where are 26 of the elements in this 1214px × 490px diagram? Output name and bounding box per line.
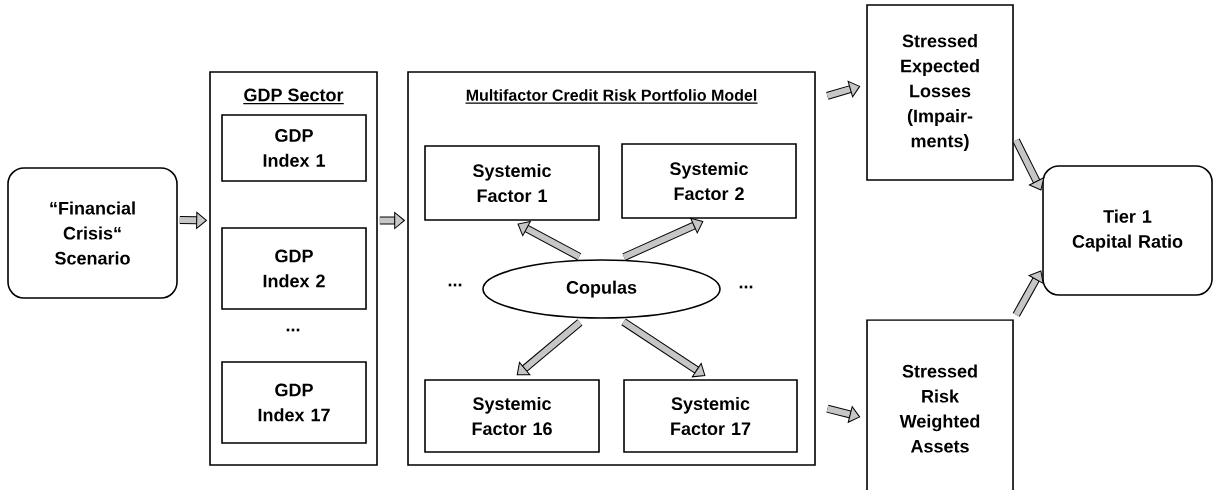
text-box: GDP Index 2 bbox=[221, 227, 367, 310]
block-arrow bbox=[621, 318, 706, 378]
block-arrow bbox=[516, 319, 583, 376]
text-box: Stressed Risk Weighted Assets bbox=[866, 319, 1014, 490]
underlined-heading: GDP Sector bbox=[242, 88, 345, 105]
text-box: Stressed Expected Losses (Impair-ments) bbox=[866, 4, 1014, 181]
block-arrow bbox=[826, 80, 861, 100]
ellipsis-mark: ... bbox=[286, 328, 300, 332]
text-box: GDP Index 1 bbox=[221, 114, 367, 182]
text-box: Systemic Factor 1 bbox=[424, 145, 600, 221]
block-arrow bbox=[1012, 270, 1044, 317]
block-arrow bbox=[622, 217, 704, 261]
rounded-box: “Financial Crisis“ Scenario bbox=[7, 167, 178, 299]
block-arrow bbox=[179, 211, 207, 229]
text-box: Systemic Factor 17 bbox=[623, 379, 798, 453]
block-arrow bbox=[1012, 138, 1045, 191]
ellipsis-mark: ... bbox=[448, 283, 462, 287]
block-arrow bbox=[826, 404, 861, 423]
block-arrow bbox=[379, 211, 405, 230]
rounded-box: Tier 1 Capital Ratio bbox=[1042, 165, 1213, 296]
text-box: GDP Index 17 bbox=[221, 361, 367, 444]
block-arrow bbox=[517, 221, 582, 261]
text-box: Systemic Factor 16 bbox=[424, 379, 600, 453]
ellipsis-mark: ... bbox=[739, 285, 753, 289]
text-box: Systemic Factor 2 bbox=[621, 143, 797, 219]
underlined-heading: Multifactor Credit Risk Portfolio Model bbox=[464, 89, 759, 104]
